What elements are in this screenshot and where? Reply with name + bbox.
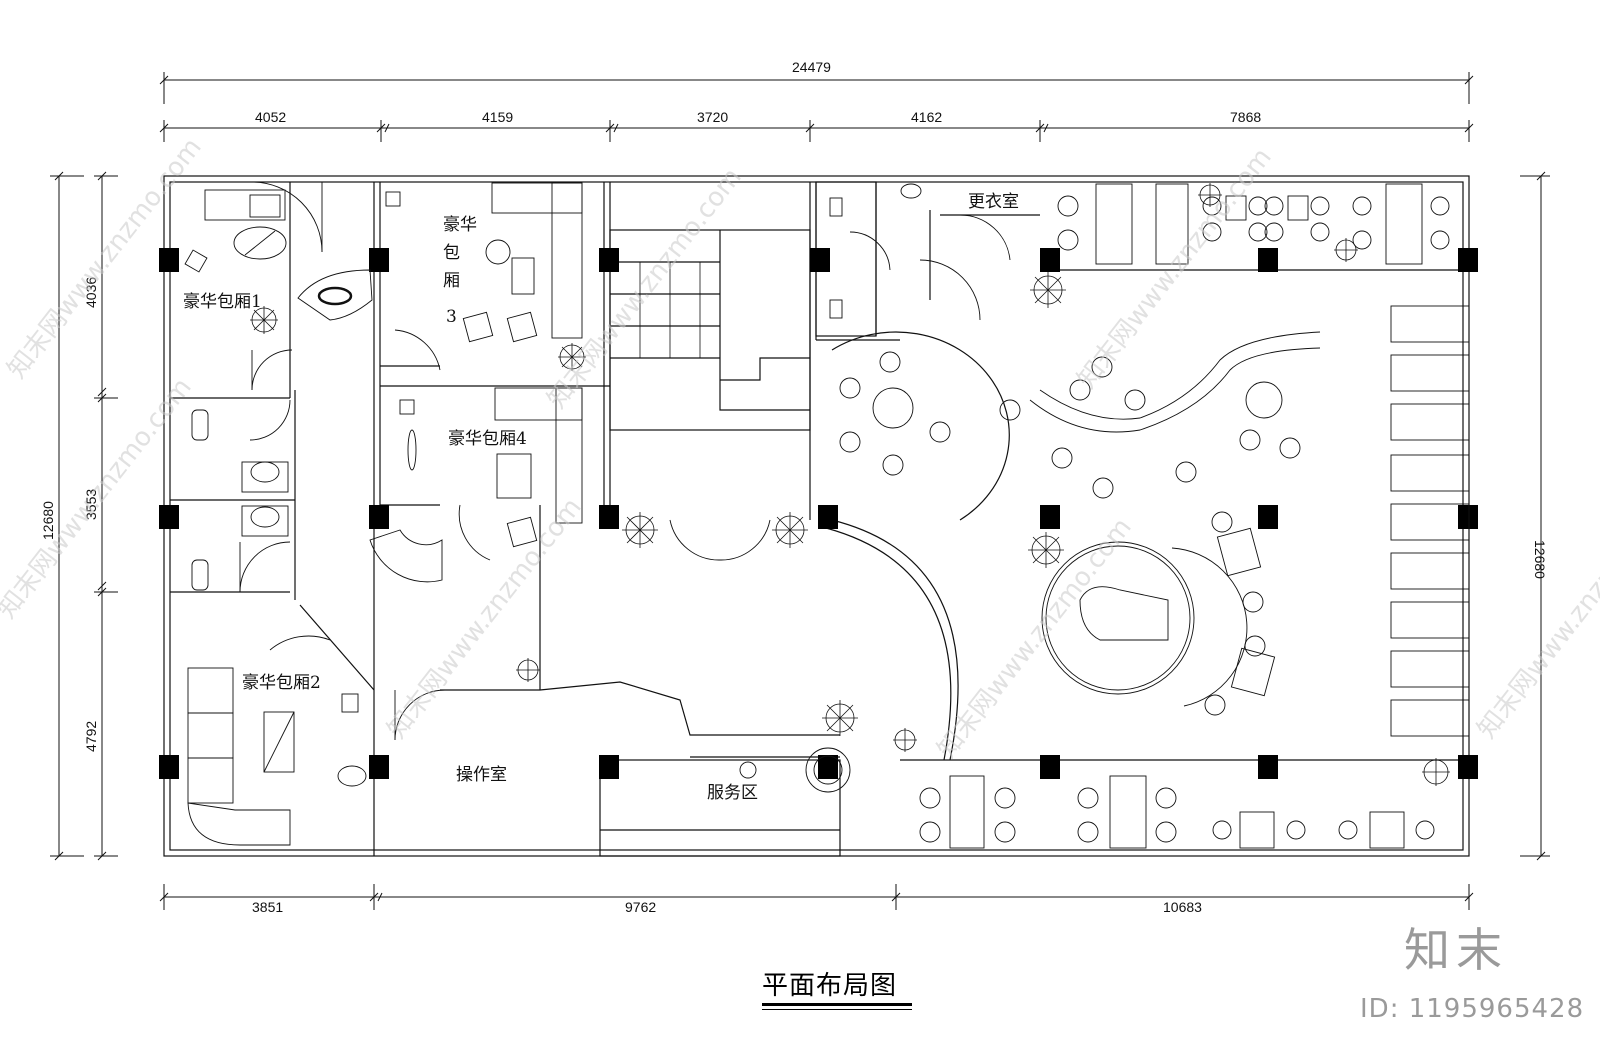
dim-bottom-2: 9762: [625, 899, 656, 915]
watermark-text: 知末网www.znzmo.com: [0, 373, 198, 625]
brand-watermark: 知末: [1404, 923, 1508, 977]
stairs: [639, 262, 701, 358]
label-luxury-room-3-line2: 包: [443, 243, 460, 263]
label-service-area: 服务区: [707, 783, 758, 803]
furniture: [184, 182, 1470, 849]
label-luxury-room-4: 豪华包厢4: [448, 428, 527, 449]
image-id-watermark: ID: 1195965428: [1360, 994, 1585, 1024]
dim-right-total: 12680: [1532, 540, 1548, 579]
label-changing-room: 更衣室: [968, 192, 1019, 212]
label-operation-room: 操作室: [456, 765, 507, 785]
watermark-repeats: 知末网www.znzmo.com 知末网www.znzmo.com 知末网www…: [0, 133, 1600, 765]
label-luxury-room-3-line1: 豪华: [443, 214, 477, 235]
dim-top-3: 3720: [697, 109, 728, 125]
watermark-text: 知末网www.znzmo.com: [1472, 493, 1600, 745]
label-luxury-room-3: 豪华 包 厢 3: [443, 214, 482, 327]
dim-left-1: 4036: [83, 277, 99, 308]
door-swings: [239, 181, 1011, 741]
dim-left-total: 12680: [40, 501, 56, 540]
label-luxury-room-1: 豪华包厢1: [183, 291, 262, 312]
dim-top-4: 4162: [911, 109, 942, 125]
title-underline-thin: [762, 1009, 912, 1010]
watermark-text: 知末网www.znzmo.com: [1072, 143, 1278, 395]
dim-top-1: 4052: [255, 109, 286, 125]
dim-top-2: 4159: [482, 109, 513, 125]
label-luxury-room-3-line4: 3: [446, 307, 457, 327]
dim-left-3: 4792: [83, 721, 99, 752]
dim-left-2: 3553: [83, 489, 99, 520]
title-underline-thick: [762, 1003, 912, 1006]
dim-total-width: 24479: [792, 59, 831, 75]
dimension-lines: [50, 72, 1550, 910]
watermark-text: 知末网www.znzmo.com: [382, 493, 588, 745]
plant-symbols: [250, 183, 1450, 786]
dim-top-5: 7868: [1230, 109, 1261, 125]
watermark-text: 知末网www.znzmo.com: [542, 163, 748, 415]
dim-bottom-3: 10683: [1163, 899, 1202, 915]
drawing-title: 平面布局图: [762, 971, 898, 1001]
dim-bottom-1: 3851: [252, 899, 283, 915]
label-luxury-room-2: 豪华包厢2: [242, 672, 321, 693]
structural-columns: [159, 248, 1478, 779]
label-luxury-room-3-line3: 厢: [443, 271, 460, 291]
